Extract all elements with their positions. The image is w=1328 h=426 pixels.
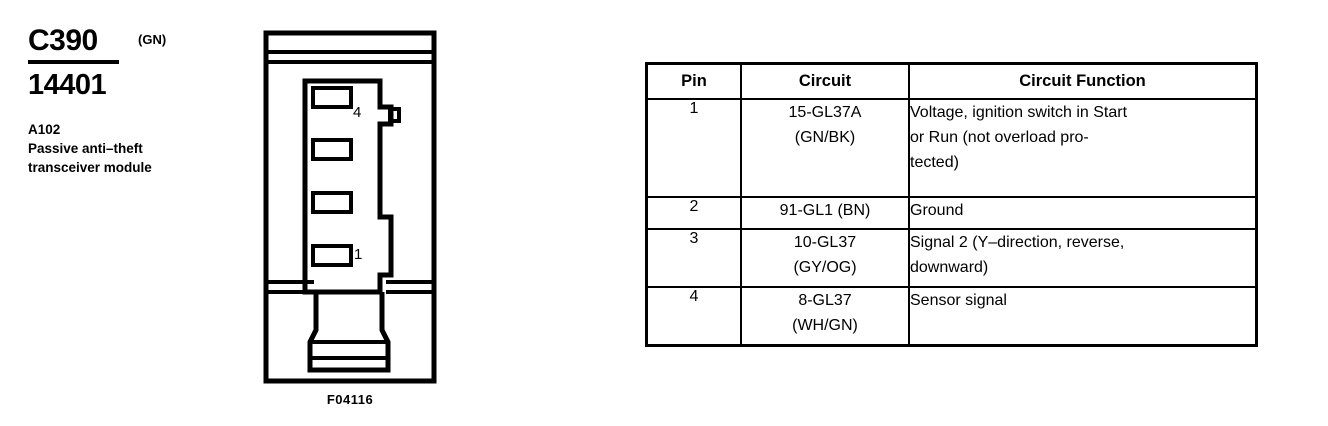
cell-circuit-function: Ground: [908, 196, 1258, 230]
component-description-line-1: Passive anti–theft: [28, 141, 143, 156]
connector-identification-block: C390 (GN) 14401 A102 Passive anti–theft …: [28, 24, 243, 175]
connector-illustration: [263, 30, 437, 384]
connector-id-row: C390 (GN): [28, 24, 243, 60]
connector-pin-label-bottom: 1: [354, 246, 363, 263]
cell-circuit-function: Signal 2 (Y–direction, reverse, downward…: [908, 228, 1258, 288]
cell-circuit-function: Voltage, ignition switch in Start or Run…: [908, 98, 1258, 198]
connector-part-number: 14401: [28, 69, 107, 101]
table-row: 1 15-GL37A (GN/BK) Voltage, ignition swi…: [645, 98, 1258, 198]
cell-circuit: 15-GL37A (GN/BK): [740, 98, 910, 198]
function-line: Signal 2 (Y–direction, reverse,: [910, 234, 1125, 251]
column-header-circuit-function: Circuit Function: [908, 62, 1258, 100]
component-description: A102 Passive anti–theft transceiver modu…: [28, 120, 243, 177]
cell-pin-number: 1: [645, 98, 742, 198]
connector-id: C390: [28, 24, 98, 57]
pin-table-container: Pin Circuit Circuit Function 1 15-GL37A …: [645, 62, 1258, 347]
table-row: 4 8-GL37 (WH/GN) Sensor signal: [645, 286, 1258, 347]
circuit-line: 10-GL37: [793, 234, 857, 251]
terminal-cavity-2: [311, 191, 353, 214]
component-description-line-2: transceiver module: [28, 160, 152, 175]
cell-circuit-function: Sensor signal: [908, 286, 1258, 347]
circuit-line: (WH/GN): [792, 317, 858, 334]
id-divider-rule: [28, 60, 119, 64]
table-row: 3 10-GL37 (GY/OG) Signal 2 (Y–direction,…: [645, 228, 1258, 288]
connector-keyed-housing: [302, 78, 394, 295]
connector-figure: 4 1 F04116: [260, 30, 440, 420]
circuit-line: (GY/OG): [793, 259, 857, 276]
function-line: downward): [910, 259, 989, 276]
column-header-circuit: Circuit: [740, 62, 910, 100]
circuit-line: 91-GL1 (BN): [779, 202, 871, 219]
connector-outer-body: [263, 30, 437, 384]
component-code: A102: [28, 122, 61, 137]
pin-table: Pin Circuit Circuit Function 1 15-GL37A …: [645, 62, 1258, 347]
circuit-line: 8-GL37: [798, 292, 852, 309]
terminal-cavity-4: [311, 86, 353, 109]
cell-circuit: 91-GL1 (BN): [740, 196, 910, 230]
figure-code: F04116: [326, 392, 374, 407]
connector-key-nub: [388, 107, 401, 123]
column-header-pin: Pin: [645, 62, 742, 100]
table-row: 2 91-GL1 (BN) Ground: [645, 196, 1258, 230]
terminal-cavity-1: [311, 244, 353, 267]
cell-pin-number: 2: [645, 196, 742, 230]
function-line: Voltage, ignition switch in Start: [910, 104, 1128, 121]
cell-circuit: 10-GL37 (GY/OG): [740, 228, 910, 288]
connector-pin-label-top: 4: [353, 104, 362, 121]
function-line: or Run (not overload pro-: [910, 129, 1089, 146]
cell-pin-number: 3: [645, 228, 742, 288]
function-line: Ground: [910, 202, 964, 219]
cell-pin-number: 4: [645, 286, 742, 347]
table-header-row: Pin Circuit Circuit Function: [645, 62, 1258, 100]
function-line: Sensor signal: [910, 292, 1007, 309]
connector-latch-body: [307, 292, 391, 373]
cell-circuit: 8-GL37 (WH/GN): [740, 286, 910, 347]
function-line: tected): [910, 154, 959, 171]
circuit-line: (GN/BK): [794, 129, 856, 146]
connector-color-code: (GN): [138, 32, 167, 47]
terminal-cavity-3: [311, 138, 353, 161]
circuit-line: 15-GL37A: [788, 104, 862, 121]
